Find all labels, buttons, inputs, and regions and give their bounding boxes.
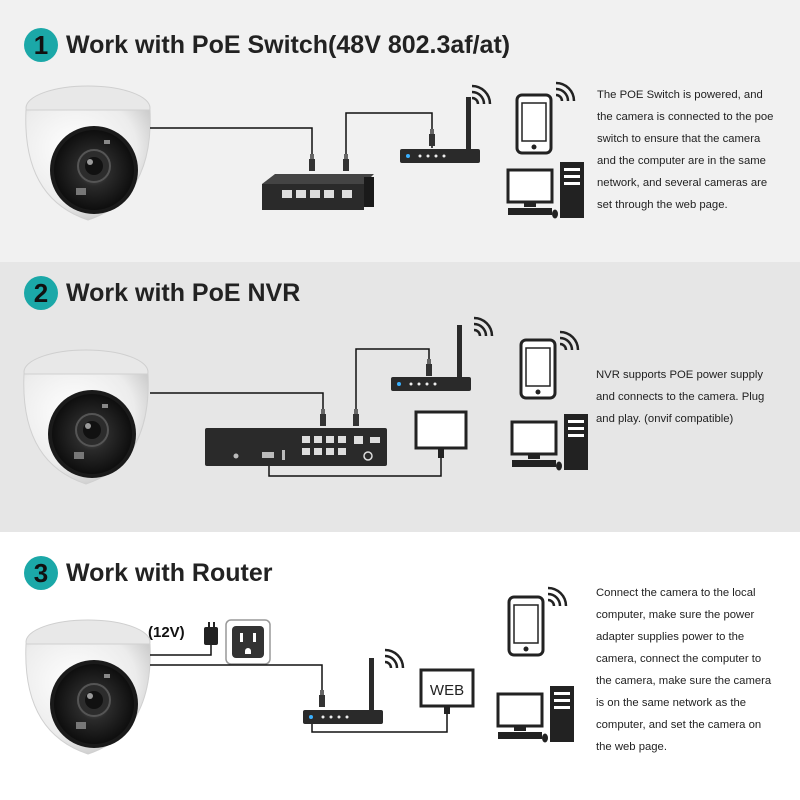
section-1-description: The POE Switch is powered, and the camer… [597,89,774,211]
section-1-title: Work with PoE Switch(48V 802.3af/at) [66,30,511,59]
web-monitor-icon: WEB [419,668,475,714]
desktop-computer-icon-2 [510,412,590,472]
poe-switch-icon [262,174,374,210]
power-voltage-label: (12V) [148,624,185,641]
section-1-number: 1 [24,28,58,62]
desktop-computer-icon [506,160,586,220]
section-3-number: 3 [24,556,58,590]
section-2-number: 2 [24,276,58,310]
dome-camera-icon-2 [22,349,150,485]
wifi-icon [470,84,492,106]
smartphone-icon-2 [519,338,557,400]
section-3-heading: 3 Work with Router [24,556,272,590]
section-2-heading: 2 Work with PoE NVR [24,276,300,310]
section-1-camera [24,85,152,221]
nvr-icon [205,428,387,466]
dome-camera-icon [24,85,152,221]
power-adapter-icon [204,622,218,645]
desktop-computer-icon-3 [496,684,576,744]
smartphone-icon [515,93,553,155]
section-2-description: NVR supports POE power supply and connec… [596,369,765,425]
router-icon-2 [391,325,471,391]
dome-camera-icon-3 [24,619,152,755]
smartphone-icon-3 [507,595,545,657]
section-3-description: Connect the camera to the local computer… [596,587,772,753]
web-monitor-text: WEB [430,682,464,699]
router-icon-3 [303,658,383,724]
section-1-heading: 1 Work with PoE Switch(48V 802.3af/at) [24,28,510,62]
section-3-title: Work with Router [66,558,273,587]
router-icon [400,97,480,163]
section-2-title: Work with PoE NVR [66,278,301,307]
monitor-icon [414,410,468,458]
wall-outlet-icon [225,619,271,665]
